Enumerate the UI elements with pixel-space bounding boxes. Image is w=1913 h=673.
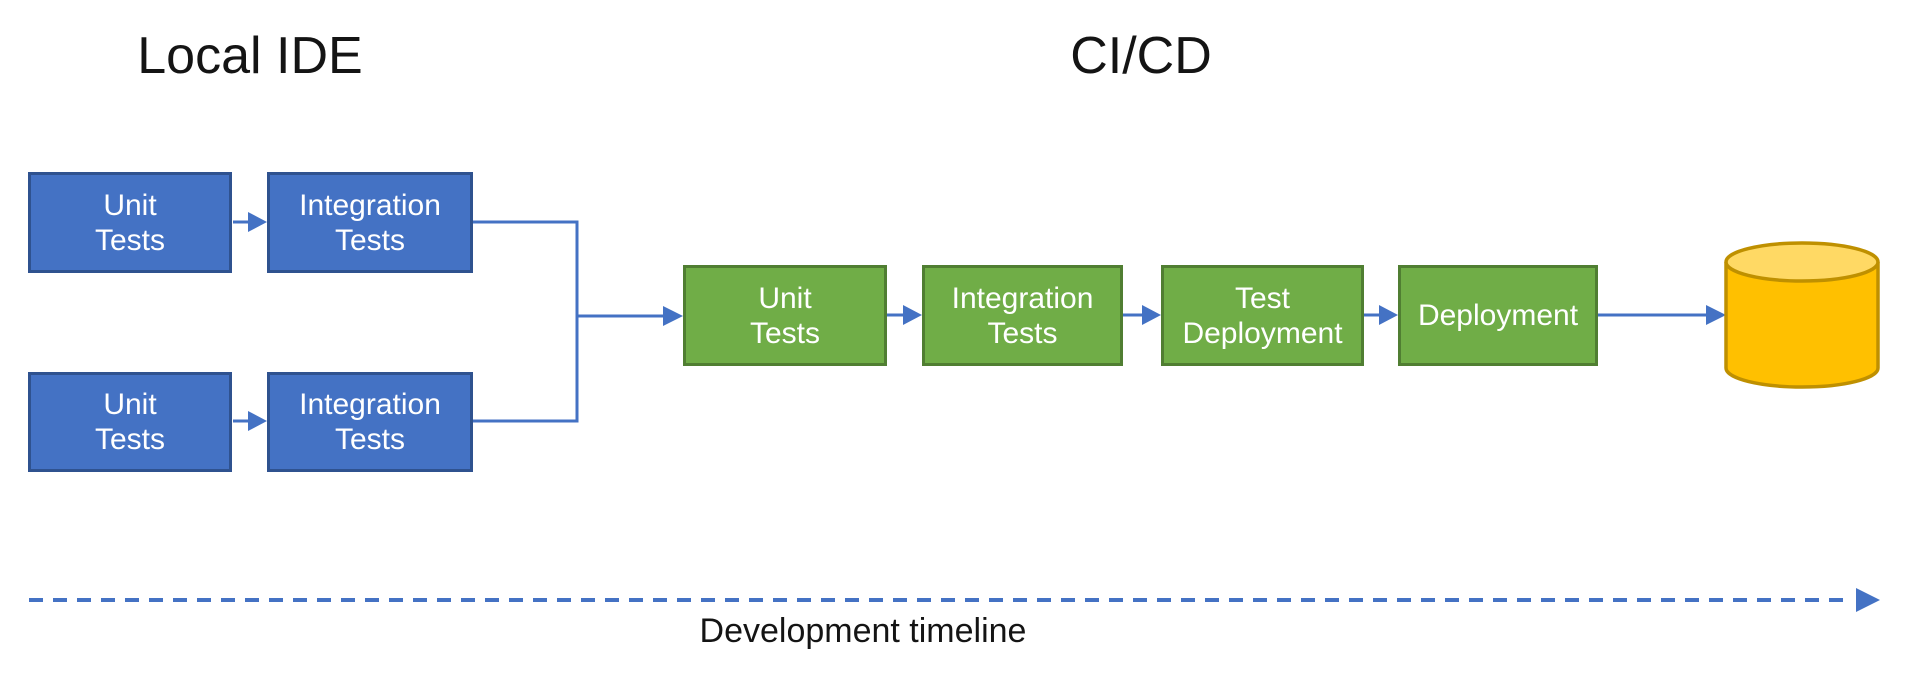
node-cicd-deployment: Deployment xyxy=(1398,265,1598,366)
arrow-cicd-testdeploy-to-deploy xyxy=(1364,305,1398,325)
node-cicd-test-deployment: Test Deployment xyxy=(1161,265,1364,366)
database-cylinder-icon xyxy=(1724,241,1880,389)
node-cicd-unit-tests: Unit Tests xyxy=(683,265,887,366)
timeline-arrow xyxy=(29,588,1880,612)
node-local-integration-tests-1: Integration Tests xyxy=(267,172,473,273)
node-local-unit-tests-1: Unit Tests xyxy=(28,172,232,273)
node-label: Integration Tests xyxy=(299,188,441,257)
timeline-label: Development timeline xyxy=(699,612,1027,650)
arrow-local-unit-to-integration-2 xyxy=(233,411,267,431)
node-label: Integration Tests xyxy=(299,388,441,456)
arrow-cicd-integration-to-testdeploy xyxy=(1123,305,1161,325)
node-label: Unit Tests xyxy=(749,281,821,350)
node-label: Test Deployment xyxy=(1182,281,1343,350)
arrow-cicd-unit-to-integration xyxy=(887,305,922,325)
node-local-integration-tests-2: Integration Tests xyxy=(267,372,473,472)
local-ide-title: Local IDE xyxy=(137,27,363,85)
arrow-local-unit-to-integration-1 xyxy=(233,212,267,232)
node-cicd-integration-tests: Integration Tests xyxy=(922,265,1123,366)
merge-connector-line xyxy=(473,220,579,423)
arrow-merge-to-cicd-unit xyxy=(577,306,683,326)
node-label: Unit Tests xyxy=(94,188,166,257)
cicd-title: CI/CD xyxy=(1070,27,1212,85)
node-label: Integration Tests xyxy=(951,281,1094,350)
arrow-deploy-to-database xyxy=(1598,305,1726,325)
node-local-unit-tests-2: Unit Tests xyxy=(28,372,232,472)
node-label: Unit Tests xyxy=(94,388,166,456)
node-label: Deployment xyxy=(1417,299,1579,332)
